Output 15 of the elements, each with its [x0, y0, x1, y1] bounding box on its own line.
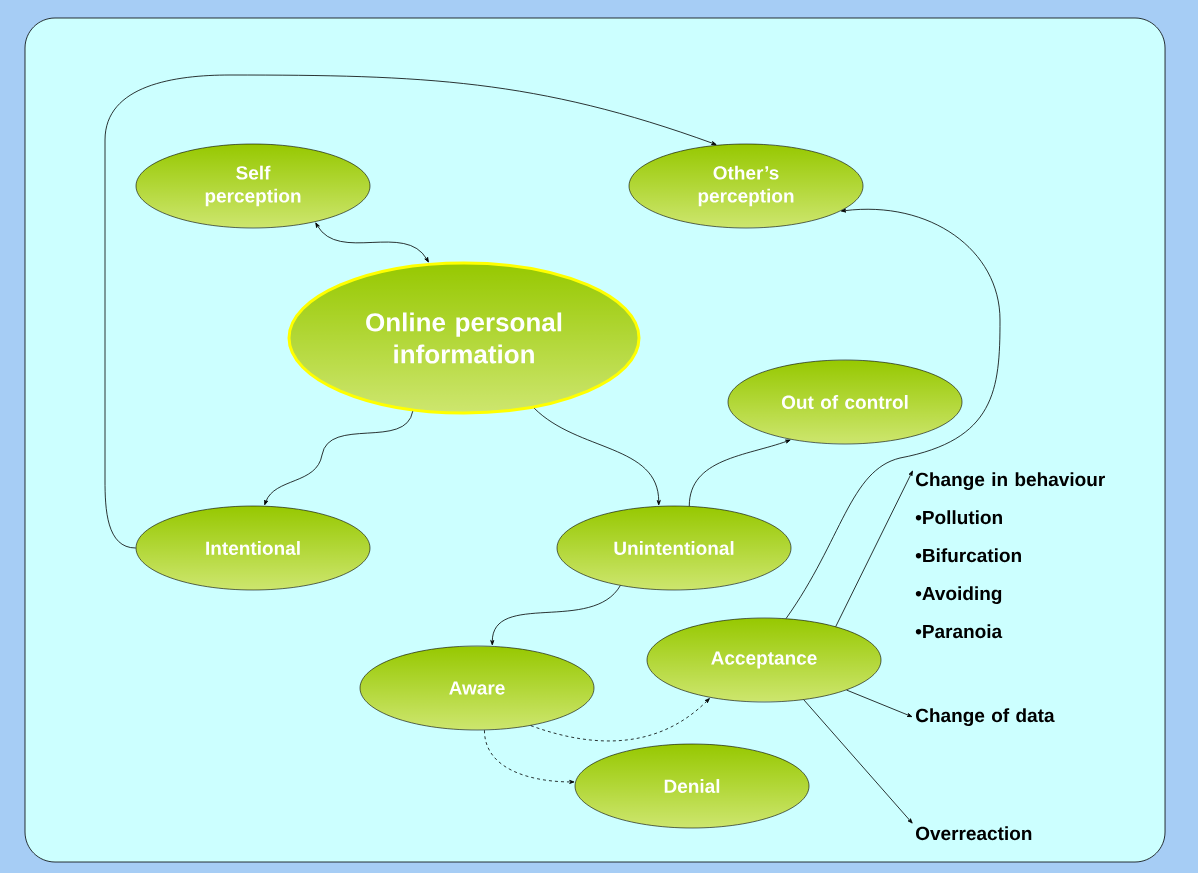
arrow	[530, 698, 710, 742]
arrow	[484, 729, 575, 784]
text-list: Change in behaviour •Pollution •Bifurcation •Avoiding •Paranoia	[915, 472, 1105, 639]
arrow	[490, 585, 621, 646]
arrow	[835, 470, 913, 627]
arrow	[803, 699, 913, 824]
text-list: Overreaction	[916, 826, 1032, 841]
arrow	[264, 410, 414, 506]
text-list: Change of data	[916, 708, 1055, 726]
arrow	[104, 74, 717, 549]
arrow	[315, 222, 429, 263]
arrow	[785, 208, 1001, 619]
arrow	[688, 439, 791, 507]
arrow	[533, 407, 661, 506]
arrow	[846, 689, 913, 718]
